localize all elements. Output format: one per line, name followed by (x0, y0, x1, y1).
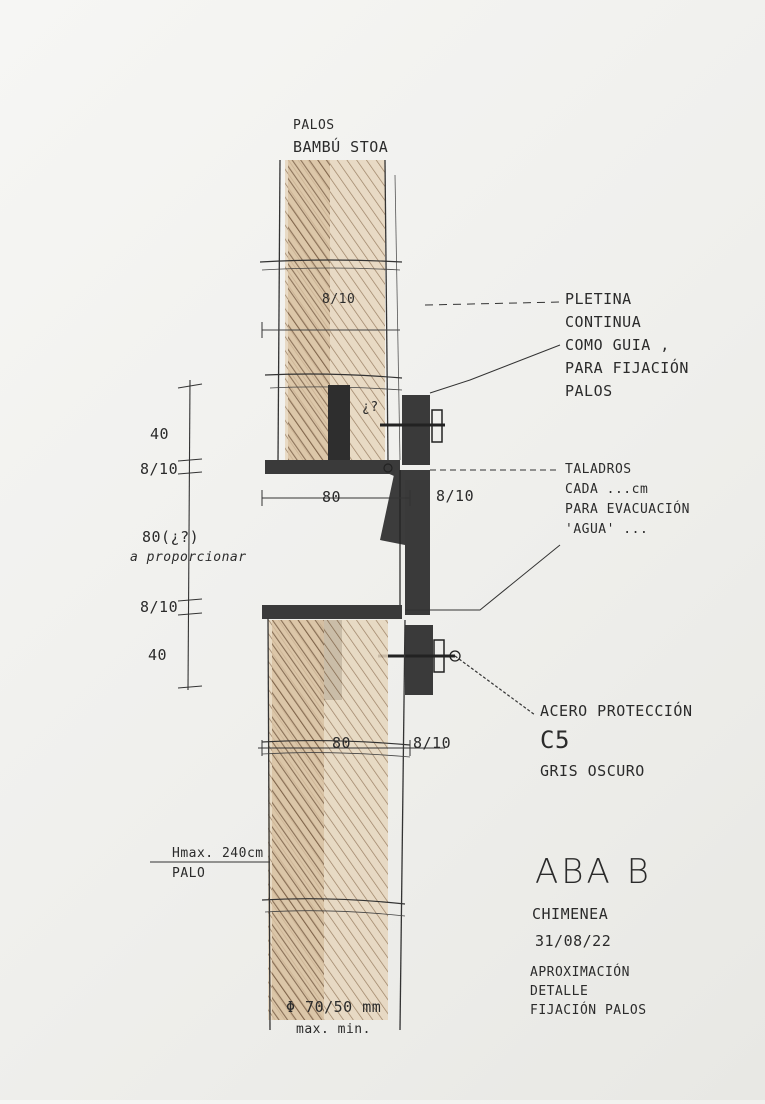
dim-40-bottom: 40 (148, 646, 168, 664)
acero-label-1: ACERO PROTECCIÓN (540, 702, 693, 720)
taladros-label-4: 'AGUA' ... (565, 522, 649, 537)
bambu-stoa-label: BAMBÚ STOA (293, 138, 389, 156)
taladros-label-2: CADA ...cm (565, 482, 649, 497)
dim-8-10-top: 8/10 (322, 292, 356, 307)
taladros-label-1: TALADROS (565, 462, 632, 477)
chimenea-label: CHIMENEA (532, 905, 609, 923)
dim-80-bottom: 80 (332, 734, 352, 752)
dim-8-10-left-b: 8/10 (140, 598, 179, 616)
pletina-label-1: PLETINA (565, 290, 632, 308)
acero-label-3: GRIS OSCURO (540, 762, 645, 780)
taladros-label-3: PARA EVACUACIÓN (565, 502, 690, 517)
dim-8-10-left-a: 8/10 (140, 460, 179, 478)
dim-proporcionar: a proporcionar (130, 550, 247, 565)
pletina-label-5: PALOS (565, 382, 613, 400)
aprox-label-2: DETALLE (530, 984, 589, 999)
lower-bamboo-pole (261, 617, 411, 1031)
diameter-label: Φ 70/50 mm (286, 998, 382, 1016)
central-steel-plate (380, 470, 430, 615)
aprox-label-1: APROXIMACIÓN (530, 965, 630, 980)
pletina-label-4: PARA FIJACIÓN (565, 359, 689, 377)
aba-title: ABA B (535, 852, 652, 892)
dim-80-mid: 80 (322, 488, 342, 506)
acero-label-2: C5 (540, 726, 570, 754)
pletina-label-3: COMO GUIA , (565, 336, 670, 354)
pletina-label-2: CONTINUA (565, 313, 642, 331)
aprox-label-3: FIJACIÓN PALOS (530, 1003, 647, 1018)
dim-8-10-right: 8/10 (436, 487, 475, 505)
palo-label: PALO (172, 866, 206, 881)
dim-40-top: 40 (150, 425, 170, 443)
dim-80-side: 80(¿?) (142, 528, 200, 546)
question-mark-label: ¿? (362, 400, 379, 415)
palos-label: PALOS (293, 118, 335, 133)
left-dimension-chain (177, 379, 203, 691)
date-label: 31/08/22 (535, 932, 612, 950)
hmax-label: Hmax. 240cm (172, 846, 264, 861)
maxmin-label: max. min. (296, 1022, 371, 1037)
dim-8-10-bottom: 8/10 (413, 734, 452, 752)
